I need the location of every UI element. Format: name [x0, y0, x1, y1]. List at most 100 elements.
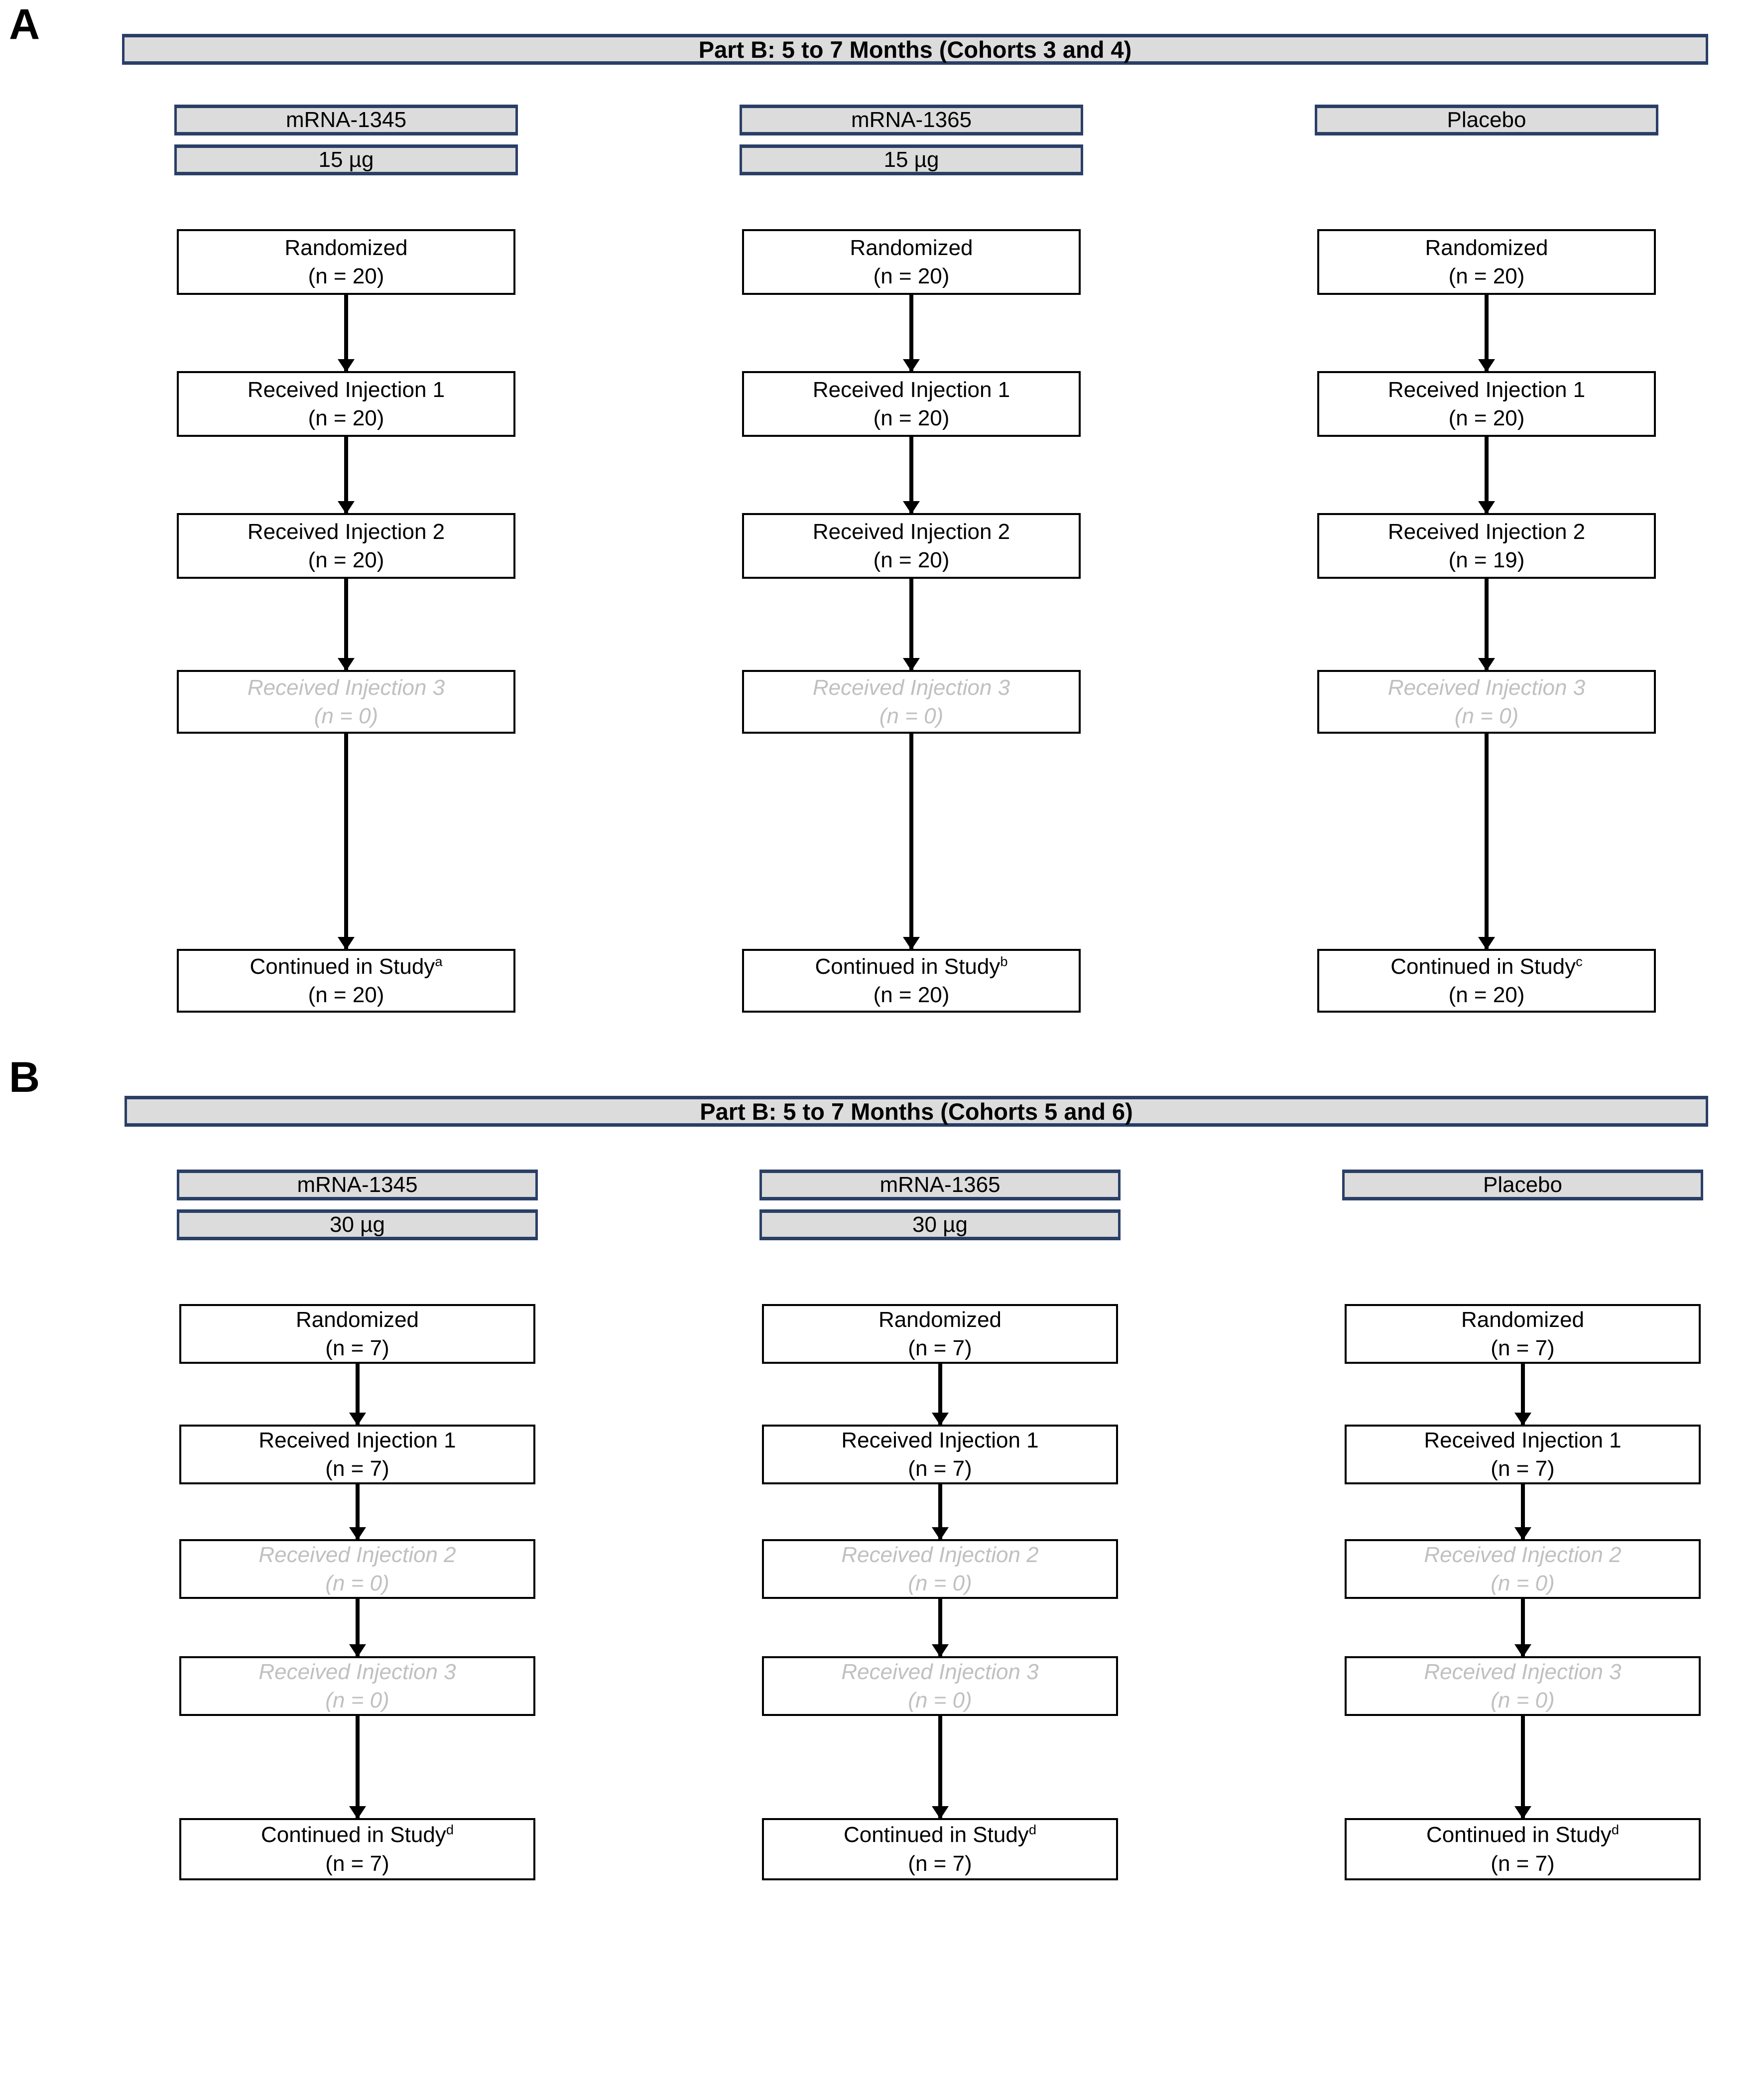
flow-box-randomized: Randomized(n = 20) [177, 229, 515, 295]
flow-box-label: Received Injection 1 [1388, 376, 1585, 404]
flow-box-label: Received Injection 1 [258, 1426, 456, 1454]
flow-box-randomized: Randomized(n = 7) [1345, 1304, 1701, 1364]
dose-header: 30 µg [177, 1209, 538, 1240]
flow-box-label-text: Received Injection 2 [812, 519, 1010, 544]
flow-box-label: Received Injection 2 [841, 1541, 1038, 1569]
flow-box-count: (n = 7) [908, 1336, 972, 1360]
flow-box-label-text: Received Injection 2 [247, 519, 445, 544]
flow-box-label: Randomized [284, 234, 407, 262]
flow-box-count: (n = 20) [873, 406, 950, 430]
panel-a: A Part B: 5 to 7 Months (Cohorts 3 and 4)… [0, 0, 1752, 1036]
flow-box-continued-in-study: Continued in Studyd(n = 7) [179, 1818, 535, 1880]
flow-box-count: (n = 7) [325, 1456, 389, 1481]
flow-box-label: Randomized [1461, 1306, 1584, 1334]
flow-box-label: Continued in Studyb [815, 952, 1008, 981]
group-header-mrna-1365: mRNA-1365 [759, 1170, 1121, 1200]
flow-connector-arrow [938, 1484, 942, 1539]
flow-box-randomized: Randomized(n = 20) [742, 229, 1081, 295]
flow-box-received-injection-2: Received Injection 2(n = 20) [177, 513, 515, 579]
flow-connector-arrow [1485, 295, 1489, 371]
flow-connector-arrow [355, 1484, 360, 1539]
flow-box-label: Received Injection 2 [258, 1541, 456, 1569]
panel-letter-a: A [9, 0, 40, 48]
flow-box-label-text: Received Injection 1 [247, 377, 445, 402]
flow-box-count: (n = 0) [908, 1571, 972, 1595]
footnote-marker: d [1611, 1822, 1619, 1838]
flow-connector-arrow [1485, 579, 1489, 670]
flow-box-count: (n = 20) [1448, 406, 1525, 430]
flow-box-count: (n = 0) [325, 1571, 389, 1595]
flow-box-label-text: Received Injection 3 [841, 1659, 1039, 1684]
flow-box-randomized: Randomized(n = 7) [179, 1304, 535, 1364]
flow-connector-arrow [909, 437, 913, 513]
flow-connector-arrow [1520, 1716, 1525, 1818]
flow-connector-arrow [344, 734, 348, 949]
flow-box-count: (n = 20) [1448, 264, 1525, 288]
flow-box-label-text: Received Injection 3 [1387, 675, 1586, 700]
flow-box-label: Continued in Studyd [844, 1821, 1036, 1849]
flow-box-received-injection-1: Received Injection 1(n = 7) [762, 1425, 1118, 1484]
flow-connector-arrow [938, 1716, 942, 1818]
flow-box-label-text: Received Injection 3 [247, 675, 445, 700]
flow-box-label-text: Received Injection 1 [1424, 1428, 1622, 1452]
flow-connector-arrow [344, 295, 348, 371]
flow-box-count: (n = 0) [314, 704, 378, 728]
flow-box-label-text: Randomized [284, 235, 408, 260]
flow-connector-arrow [1485, 437, 1489, 513]
flow-connector-arrow [1485, 734, 1489, 949]
flow-box-count: (n = 0) [908, 1688, 972, 1712]
flow-box-count: (n = 20) [1448, 983, 1525, 1007]
flow-box-label-text: Continued in Study [1390, 954, 1576, 979]
flow-box-label-text: Continued in Study [844, 1823, 1029, 1847]
flow-box-received-injection-2: Received Injection 2 (n = 0) [762, 1539, 1118, 1599]
flow-box-label-text: Continued in Study [815, 954, 1001, 979]
flow-box-received-injection-3: Received Injection 3 (n = 0) [742, 670, 1081, 734]
flow-box-randomized: Randomized (n = 20) [1317, 229, 1656, 295]
flow-connector-arrow [1520, 1364, 1525, 1425]
dose-header: 30 µg [759, 1209, 1121, 1240]
flow-box-label: Continued in Studya [250, 952, 443, 981]
flow-box-label: Randomized [878, 1306, 1001, 1334]
flow-box-received-injection-3: Received Injection 3(n = 0) [1345, 1656, 1701, 1716]
panel-title-banner: Part B: 5 to 7 Months (Cohorts 3 and 4) [122, 34, 1708, 65]
flow-box-count: (n = 20) [873, 548, 950, 572]
flow-box-label: Continued in Studyd [261, 1821, 454, 1849]
flow-box-received-injection-3: Received Injection 3(n = 0) [179, 1656, 535, 1716]
group-header-mrna-1345: mRNA-1345 [177, 1170, 538, 1200]
flow-box-label: Randomized [850, 234, 973, 262]
group-header-placebo: Placebo [1342, 1170, 1703, 1200]
flow-box-count: (n = 7) [1491, 1456, 1555, 1481]
flow-connector-arrow [938, 1599, 942, 1656]
flow-box-label: Continued in Studyd [1426, 1821, 1619, 1849]
flow-box-label: Received Injection 1 [813, 376, 1010, 404]
flow-box-label: Received Injection 3 [1388, 673, 1585, 702]
flow-box-label-text: Received Injection 2 [841, 1542, 1039, 1567]
flow-box-continued-in-study: Continued in Studyd(n = 7) [762, 1818, 1118, 1880]
flow-box-received-injection-2: Received Injection 2(n = 0) [1345, 1539, 1701, 1599]
flow-box-label: Received Injection 3 [258, 1658, 456, 1686]
flow-box-count: (n = 19) [1448, 548, 1525, 572]
flow-box-received-injection-1: Received Injection 1(n = 7) [179, 1425, 535, 1484]
flow-connector-arrow [355, 1716, 360, 1818]
flow-box-received-injection-2: Received Injection 2 (n = 20) [742, 513, 1081, 579]
flow-box-received-injection-1: Received Injection 1(n = 20) [177, 371, 515, 437]
flow-box-label-text: Received Injection 3 [1424, 1659, 1622, 1684]
flow-connector-arrow [938, 1364, 942, 1425]
flow-box-continued-in-study: Continued in Studyd(n = 7) [1345, 1818, 1701, 1880]
flow-box-label: Received Injection 1 [841, 1426, 1038, 1454]
flow-box-count: (n = 0) [879, 704, 944, 728]
flow-box-count: (n = 7) [325, 1336, 389, 1360]
flow-connector-arrow [344, 579, 348, 670]
flow-box-label-text: Received Injection 3 [812, 675, 1010, 700]
footnote-marker: d [1028, 1822, 1036, 1838]
flow-box-label-text: Received Injection 2 [1424, 1542, 1622, 1567]
flow-box-label-text: Randomized [850, 235, 973, 260]
flow-box-label: Received Injection 3 [841, 1658, 1038, 1686]
group-header-placebo: Placebo [1315, 105, 1658, 135]
flow-box-label-text: Received Injection 2 [1387, 519, 1586, 544]
flow-box-label-text: Randomized [1425, 235, 1548, 260]
flow-box-count: (n = 7) [1491, 1336, 1555, 1360]
flow-box-count: (n = 0) [325, 1688, 389, 1712]
flow-connector-arrow [344, 437, 348, 513]
flow-box-label-text: Received Injection 1 [812, 377, 1010, 402]
